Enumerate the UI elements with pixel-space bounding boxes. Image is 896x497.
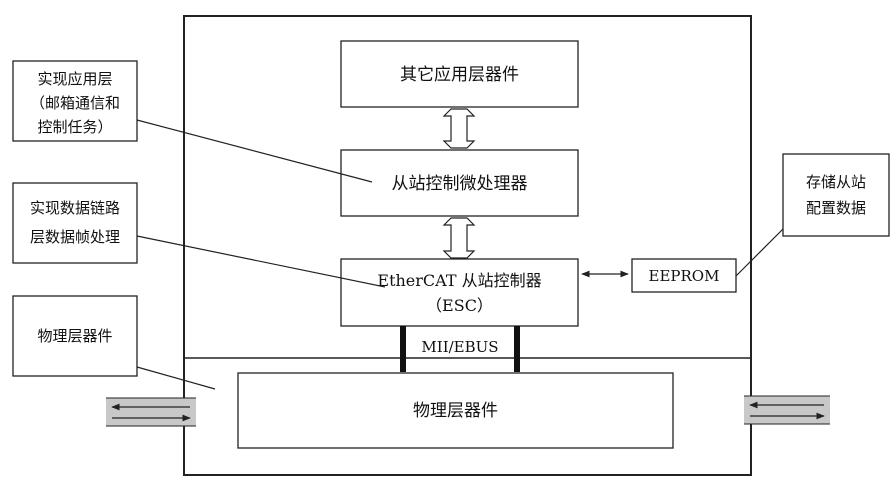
esc-label-line2: （ESC）	[426, 296, 493, 315]
leader-datalink	[136, 235, 386, 288]
callout-phy: 物理层器件	[12, 295, 138, 377]
callout-datalink: 实现数据链路 层数据帧处理	[12, 182, 138, 264]
physical-layer-label: 物理层器件	[413, 401, 498, 421]
callout-eeprom-line2: 配置数据	[806, 199, 866, 217]
callout-eeprom-line1: 存储从站	[806, 173, 866, 191]
mii-ebus-label: MII/EBUS	[421, 338, 498, 356]
callout-app-line3: 控制任务）	[37, 118, 112, 136]
mii-bus-left-bar	[400, 326, 406, 372]
slave-mcu-label: 从站控制微处理器	[392, 174, 528, 194]
callout-datalink-line1: 实现数据链路	[30, 199, 120, 217]
esc-block: EtherCAT 从站控制器 （ESC）	[340, 258, 579, 327]
eeprom-block: EEPROM	[631, 258, 737, 293]
callout-app-line1: 实现应用层	[37, 70, 112, 88]
other-app-devices-label: 其它应用层器件	[400, 65, 519, 85]
physical-layer-block: 物理层器件	[237, 372, 674, 449]
callout-app-line2: （邮箱通信和	[30, 94, 120, 112]
left-port-arrows	[106, 397, 196, 427]
mii-bus-right-bar	[514, 326, 520, 372]
esc-label-line1: EtherCAT 从站控制器	[377, 271, 541, 290]
callout-app-layer: 实现应用层 （邮箱通信和 控制任务）	[12, 60, 138, 142]
callout-datalink-line2: 层数据帧处理	[30, 228, 120, 246]
leader-eeprom	[735, 228, 784, 277]
other-app-devices-block: 其它应用层器件	[340, 40, 579, 108]
right-port-arrows	[744, 395, 830, 425]
eeprom-label: EEPROM	[649, 267, 720, 285]
leader-phy	[136, 366, 216, 390]
double-arrow-mcu-esc	[442, 217, 476, 259]
slave-mcu-block: 从站控制微处理器	[340, 149, 579, 217]
double-arrow-app-mcu	[442, 108, 476, 149]
leader-app-layer	[136, 119, 373, 183]
callout-phy-label: 物理层器件	[37, 327, 112, 345]
callout-eeprom-store: 存储从站 配置数据	[782, 153, 890, 237]
